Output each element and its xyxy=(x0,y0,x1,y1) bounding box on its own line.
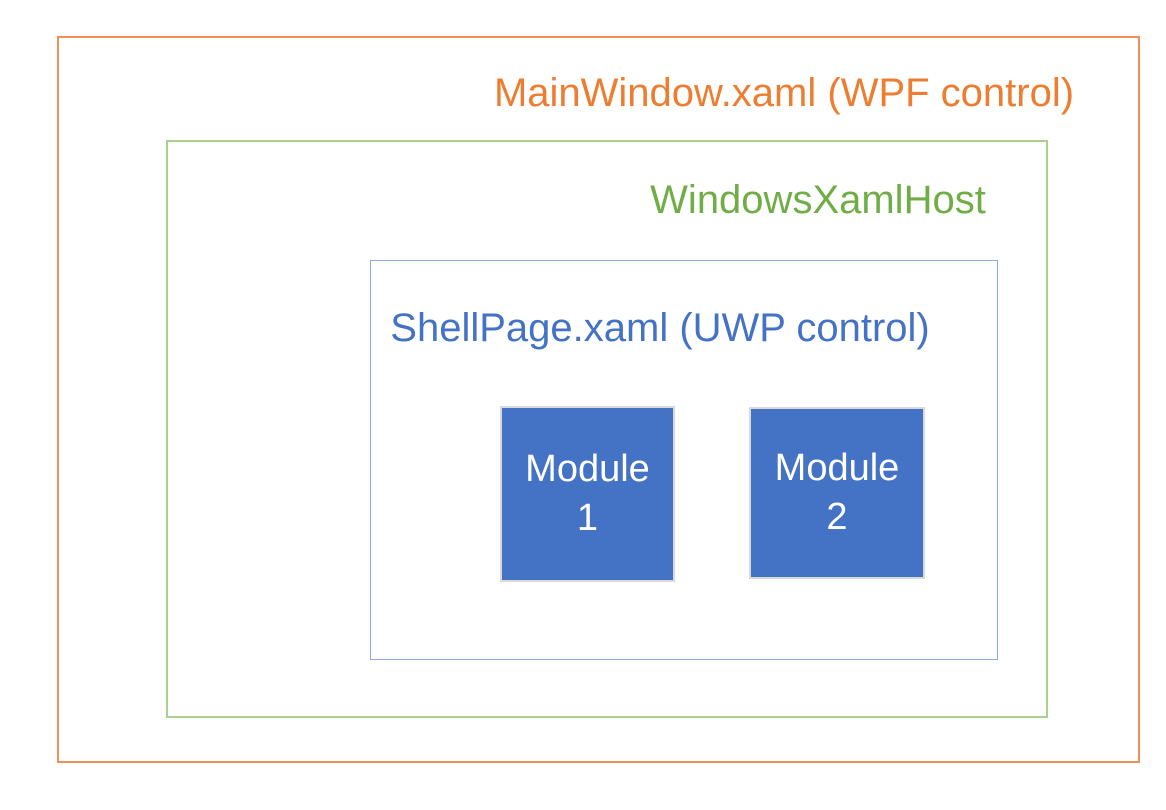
module-2-label-line2: 2 xyxy=(826,496,848,538)
module-1-box: Module 1 xyxy=(500,406,675,582)
mainwindow-wpf-box xyxy=(57,36,1140,763)
module-1-label-line2: 1 xyxy=(576,497,599,539)
module-2-box: Module 2 xyxy=(749,407,925,579)
module-2-label-line1: Module xyxy=(774,447,900,490)
mainwindow-wpf-label: MainWindow.xaml (WPF control) xyxy=(493,71,1075,115)
shellpage-uwp-box xyxy=(370,260,998,660)
shellpage-uwp-label: ShellPage.xaml (UWP control) xyxy=(390,306,930,350)
windowsxamlhost-box xyxy=(166,140,1048,718)
module-1-label-line1: Module xyxy=(525,448,650,491)
windowsxamlhost-label: WindowsXamlHost xyxy=(650,178,986,222)
